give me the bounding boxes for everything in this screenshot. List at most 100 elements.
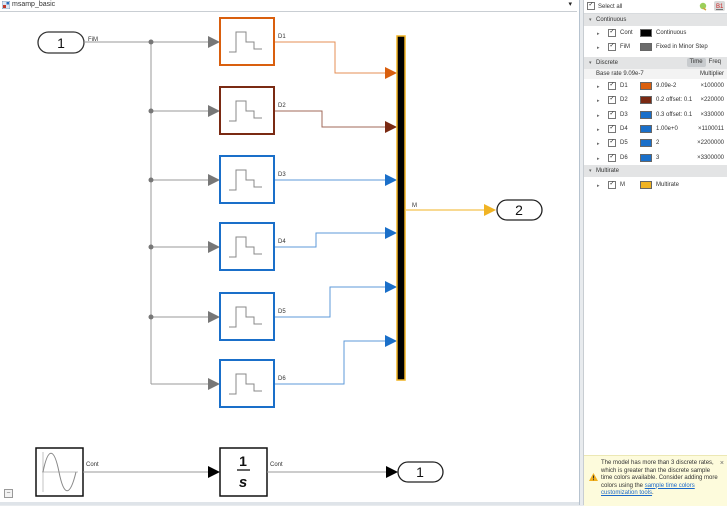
inport-1-number: 1 bbox=[57, 35, 65, 51]
integrator-block[interactable]: 1 s bbox=[219, 447, 268, 497]
customization-tools-link[interactable]: sample time colors customization tools bbox=[601, 482, 695, 497]
rate-description: 2 bbox=[656, 140, 660, 147]
expand-caret-icon[interactable]: ▸ bbox=[597, 183, 600, 189]
rate-visibility-checkbox[interactable]: ✓ bbox=[608, 82, 616, 90]
outport-2-block[interactable]: 2 bbox=[496, 199, 543, 221]
rate-description: Fixed in Minor Step bbox=[656, 44, 708, 50]
rate-multiplier: ×100000 bbox=[700, 83, 724, 89]
legend-row-cont[interactable]: ▸ ✓ Cont Continuous bbox=[584, 27, 727, 39]
signal-label-d4: D4 bbox=[278, 239, 286, 245]
expand-caret-icon[interactable]: ▸ bbox=[597, 98, 600, 105]
signal-label-d2: D2 bbox=[278, 103, 286, 109]
signal-arrow-d5 bbox=[385, 281, 397, 293]
outport-1-block[interactable]: 1 bbox=[397, 461, 444, 483]
sine-wave-block[interactable] bbox=[35, 447, 84, 497]
signal-line-d6[interactable] bbox=[274, 340, 386, 385]
legend-row-d4[interactable]: ▸ ✓ D4 1.00e+0×1100011 bbox=[584, 123, 727, 135]
collapse-caret-icon[interactable]: ▾ bbox=[589, 60, 592, 66]
rate-visibility-checkbox[interactable]: ✓ bbox=[608, 110, 616, 119]
section-continuous[interactable]: ▾ Continuous bbox=[584, 14, 727, 26]
warning-notice: The model has more than 3 discrete rates… bbox=[584, 455, 727, 506]
expand-caret-icon[interactable]: ▸ bbox=[597, 45, 600, 51]
section-discrete[interactable]: ▾ Discrete Time Freq bbox=[584, 57, 727, 69]
breadcrumb-dropdown-icon[interactable]: ▾ bbox=[568, 1, 572, 8]
fim-signal-lines[interactable] bbox=[84, 41, 210, 385]
zero-order-hold-block-6[interactable] bbox=[208, 359, 275, 408]
rate-visibility-checkbox[interactable]: ✓ bbox=[608, 96, 616, 105]
expand-caret-icon[interactable]: ▸ bbox=[597, 126, 600, 133]
rate-multiplier: ×220000 bbox=[700, 97, 724, 104]
toggle-time[interactable]: Time bbox=[686, 58, 706, 67]
hide-panel-button[interactable]: – bbox=[4, 489, 13, 498]
rate-color-swatch[interactable] bbox=[640, 43, 652, 51]
legend-options-icon[interactable]: B1 bbox=[714, 1, 725, 11]
svg-text:B1: B1 bbox=[716, 4, 724, 10]
rate-name: D5 bbox=[620, 140, 628, 147]
legend-row-d3[interactable]: ▸ ✓ D3 0.3 offset: 0.1×330000 bbox=[584, 109, 727, 121]
warning-message: The model has more than 3 discrete rates… bbox=[601, 460, 718, 489]
zero-order-hold-block-3[interactable] bbox=[208, 155, 275, 204]
zero-order-hold-block-2[interactable] bbox=[208, 86, 275, 135]
rate-description: 0.3 offset: 0.1 bbox=[656, 111, 693, 118]
legend-row-d1[interactable]: ▸ ✓ D1 9.09e-2×100000 bbox=[584, 80, 727, 92]
rate-name: M bbox=[620, 182, 625, 188]
block-diagram: 1 FiM bbox=[35, 17, 543, 497]
zero-order-hold-block-5[interactable] bbox=[208, 292, 275, 341]
legend-row-m[interactable]: ▸ ✓ M Multirate bbox=[584, 179, 727, 191]
timing-legend-panel: ✓ Select all B1 ▾ Continuous ▸ ✓ Cont Co… bbox=[583, 0, 727, 506]
signal-label-d5: D5 bbox=[278, 309, 286, 315]
mux-block[interactable] bbox=[396, 35, 406, 381]
branch-points bbox=[148, 39, 154, 320]
rate-color-swatch[interactable] bbox=[640, 153, 652, 162]
legend-row-d2[interactable]: ▸ ✓ D2 0.2 offset: 0.1×220000 bbox=[584, 94, 727, 106]
rate-color-swatch[interactable] bbox=[640, 96, 652, 105]
signal-label-cont-integrator: Cont bbox=[270, 462, 283, 468]
model-canvas-pane: msamp_basic ▾ 1 FiM bbox=[0, 0, 580, 505]
collapse-caret-icon[interactable]: ▾ bbox=[589, 168, 592, 174]
signal-label-m: M bbox=[412, 203, 417, 209]
expand-caret-icon[interactable]: ▸ bbox=[597, 84, 600, 90]
expand-caret-icon[interactable]: ▸ bbox=[597, 141, 600, 148]
rate-color-swatch[interactable] bbox=[640, 139, 652, 148]
rate-name: FiM bbox=[620, 44, 630, 50]
section-multirate[interactable]: ▾ Multirate bbox=[584, 165, 727, 177]
legend-row-d6[interactable]: ▸ ✓ D6 3×3300000 bbox=[584, 152, 727, 164]
rate-name: D1 bbox=[620, 83, 628, 89]
signal-line-d1[interactable] bbox=[274, 41, 386, 74]
rate-description: 1.00e+0 bbox=[656, 125, 678, 132]
legend-row-d5[interactable]: ▸ ✓ D5 2×2200000 bbox=[584, 137, 727, 149]
signal-line-d4[interactable] bbox=[274, 232, 386, 248]
rate-color-swatch[interactable] bbox=[640, 124, 652, 133]
close-notice-icon[interactable]: × bbox=[719, 460, 724, 467]
rate-color-swatch[interactable] bbox=[640, 110, 652, 119]
zero-order-hold-block-4[interactable] bbox=[208, 222, 275, 271]
rate-visibility-checkbox[interactable]: ✓ bbox=[608, 181, 616, 189]
rate-color-swatch[interactable] bbox=[640, 29, 652, 37]
select-all-label: Select all bbox=[598, 4, 623, 10]
signal-line-d2[interactable] bbox=[274, 110, 386, 128]
warning-icon bbox=[589, 473, 598, 481]
inport-1-block[interactable]: 1 bbox=[37, 31, 85, 54]
rate-description: Continuous bbox=[656, 30, 687, 36]
rate-visibility-checkbox[interactable]: ✓ bbox=[608, 139, 616, 148]
collapse-caret-icon[interactable]: ▾ bbox=[589, 17, 592, 23]
signal-arrow-d1 bbox=[385, 67, 397, 79]
rate-visibility-checkbox[interactable]: ✓ bbox=[608, 43, 616, 51]
rate-visibility-checkbox[interactable]: ✓ bbox=[608, 124, 616, 133]
signal-arrow-d2 bbox=[385, 121, 397, 133]
expand-caret-icon[interactable]: ▸ bbox=[597, 31, 600, 37]
select-all-checkbox[interactable]: ✓ bbox=[587, 2, 595, 10]
rate-visibility-checkbox[interactable]: ✓ bbox=[608, 29, 616, 37]
expand-caret-icon[interactable]: ▸ bbox=[597, 155, 600, 162]
rate-color-swatch[interactable] bbox=[640, 82, 652, 90]
highlight-icon[interactable] bbox=[699, 2, 708, 13]
breadcrumb-model-name[interactable]: msamp_basic bbox=[12, 1, 56, 8]
toggle-freq[interactable]: Freq bbox=[708, 59, 721, 65]
expand-caret-icon[interactable]: ▸ bbox=[597, 112, 600, 119]
signal-line-d5[interactable] bbox=[274, 286, 386, 318]
legend-row-fim[interactable]: ▸ ✓ FiM Fixed in Minor Step bbox=[584, 41, 727, 53]
time-freq-toggle[interactable]: Time Freq bbox=[686, 58, 724, 67]
zero-order-hold-block-1[interactable] bbox=[208, 17, 275, 66]
rate-color-swatch[interactable] bbox=[640, 181, 652, 189]
rate-visibility-checkbox[interactable]: ✓ bbox=[608, 153, 616, 162]
